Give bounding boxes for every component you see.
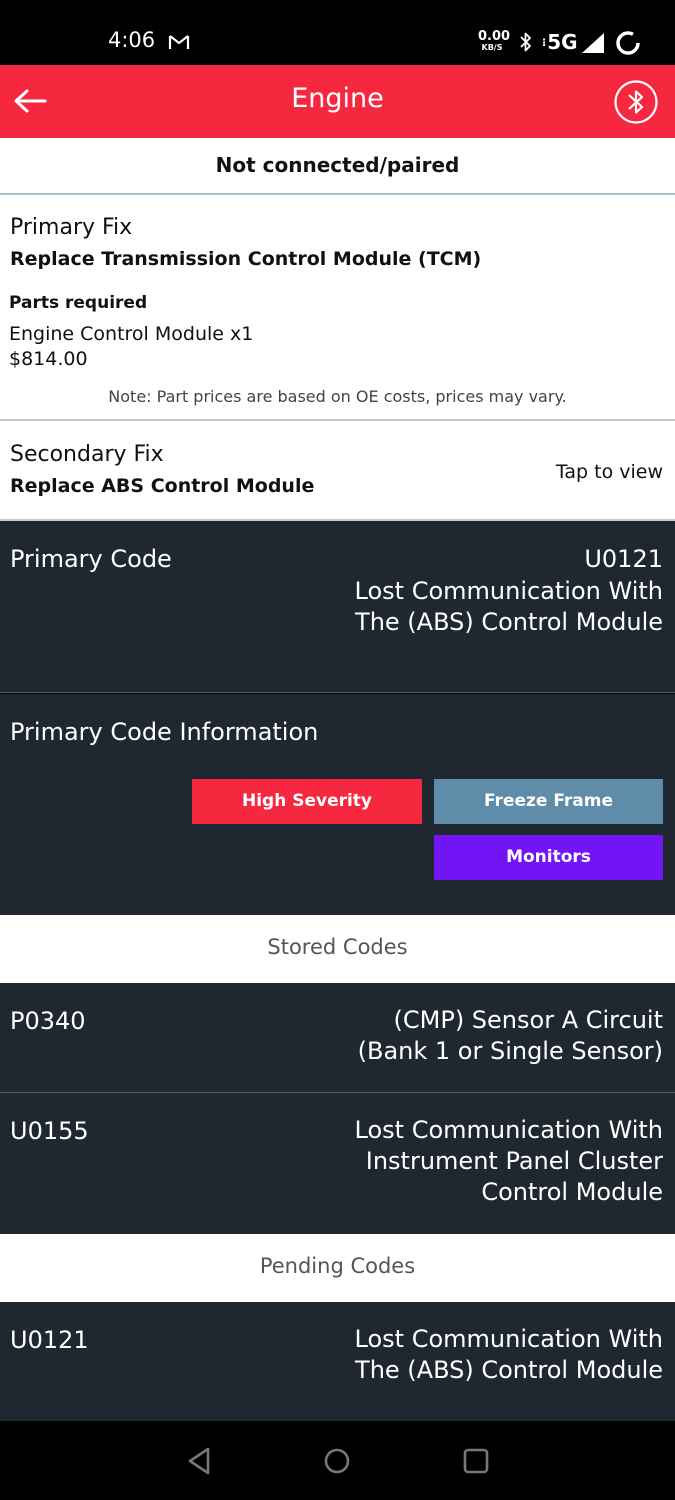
network-type-label: 5G	[547, 30, 578, 54]
status-bar: 4:06 0.00 KB/S ⁝5G	[0, 0, 675, 65]
pending-code-row[interactable]: U0121 Lost Communication With The (ABS) …	[0, 1302, 675, 1422]
pending-codes-header: Pending Codes	[0, 1234, 675, 1302]
stored-code-value: P0340	[10, 1007, 86, 1035]
square-recents-icon[interactable]	[460, 1445, 492, 1477]
stored-code-row[interactable]: P0340 (CMP) Sensor A Circuit (Bank 1 or …	[0, 983, 675, 1093]
tap-to-view-link[interactable]: Tap to view	[555, 461, 663, 483]
battery-ring-icon	[616, 31, 640, 55]
pending-code-description: Lost Communication With The (ABS) Contro…	[354, 1325, 663, 1384]
stored-code-description: (CMP) Sensor A Circuit (Bank 1 or Single…	[357, 1006, 663, 1065]
primary-code-panel: Primary Code U0121 Lost Communication Wi…	[0, 521, 675, 693]
primary-code-label: Primary Code	[10, 545, 172, 573]
primary-code-description: Lost Communication With The (ABS) Contro…	[354, 577, 663, 636]
primary-code-value: U0121	[584, 545, 663, 573]
freeze-frame-button[interactable]: Freeze Frame	[434, 779, 663, 824]
stored-codes-heading: Stored Codes	[267, 935, 408, 959]
network-speed-unit: KB/S	[481, 43, 503, 52]
bluetooth-status-icon	[520, 32, 531, 52]
back-button[interactable]	[8, 79, 52, 123]
system-nav-bar	[0, 1421, 675, 1500]
secondary-fix-description: Replace ABS Control Module	[10, 475, 315, 497]
pending-code-value: U0121	[10, 1326, 89, 1354]
network-speed: 0.00 KB/S	[478, 29, 511, 52]
parts-required-label: Parts required	[9, 293, 148, 313]
network-type: ⁝5G	[542, 30, 578, 54]
bluetooth-icon[interactable]	[613, 79, 659, 125]
page-title: Engine	[291, 83, 384, 114]
signal-icon	[582, 33, 604, 53]
secondary-fix-title: Secondary Fix	[10, 442, 164, 467]
connection-status-bar: Not connected/paired	[0, 138, 675, 195]
triangle-back-icon[interactable]	[184, 1445, 216, 1477]
primary-fix-description: Replace Transmission Control Module (TCM…	[10, 248, 482, 270]
app-bar: Engine	[0, 65, 675, 138]
pending-codes-heading: Pending Codes	[259, 1254, 416, 1278]
circle-home-icon[interactable]	[321, 1445, 353, 1477]
secondary-fix-card[interactable]: Secondary Fix Replace ABS Control Module…	[0, 421, 675, 521]
status-time: 4:06	[108, 28, 156, 52]
high-severity-button[interactable]: High Severity	[192, 779, 422, 824]
part-name: Engine Control Module x1	[9, 323, 254, 345]
stored-codes-header: Stored Codes	[0, 915, 675, 983]
primary-fix-title: Primary Fix	[10, 215, 133, 240]
monitors-button[interactable]: Monitors	[434, 835, 663, 880]
connection-status: Not connected/paired	[215, 153, 460, 177]
arrow-left-icon	[14, 89, 47, 113]
price-note: Note: Part prices are based on OE costs,…	[108, 387, 567, 406]
stored-code-row[interactable]: U0155 Lost Communication With Instrument…	[0, 1093, 675, 1234]
primary-code-info-label: Primary Code Information	[10, 718, 319, 746]
network-speed-value: 0.00	[478, 29, 511, 44]
gmail-icon	[168, 35, 190, 49]
stored-code-description: Lost Communication With Instrument Panel…	[354, 1116, 663, 1206]
primary-fix-card: Primary Fix Replace Transmission Control…	[0, 195, 675, 421]
part-price: $814.00	[9, 348, 88, 370]
primary-code-info-panel: Primary Code Information High Severity F…	[0, 694, 675, 915]
stored-code-value: U0155	[10, 1117, 89, 1145]
